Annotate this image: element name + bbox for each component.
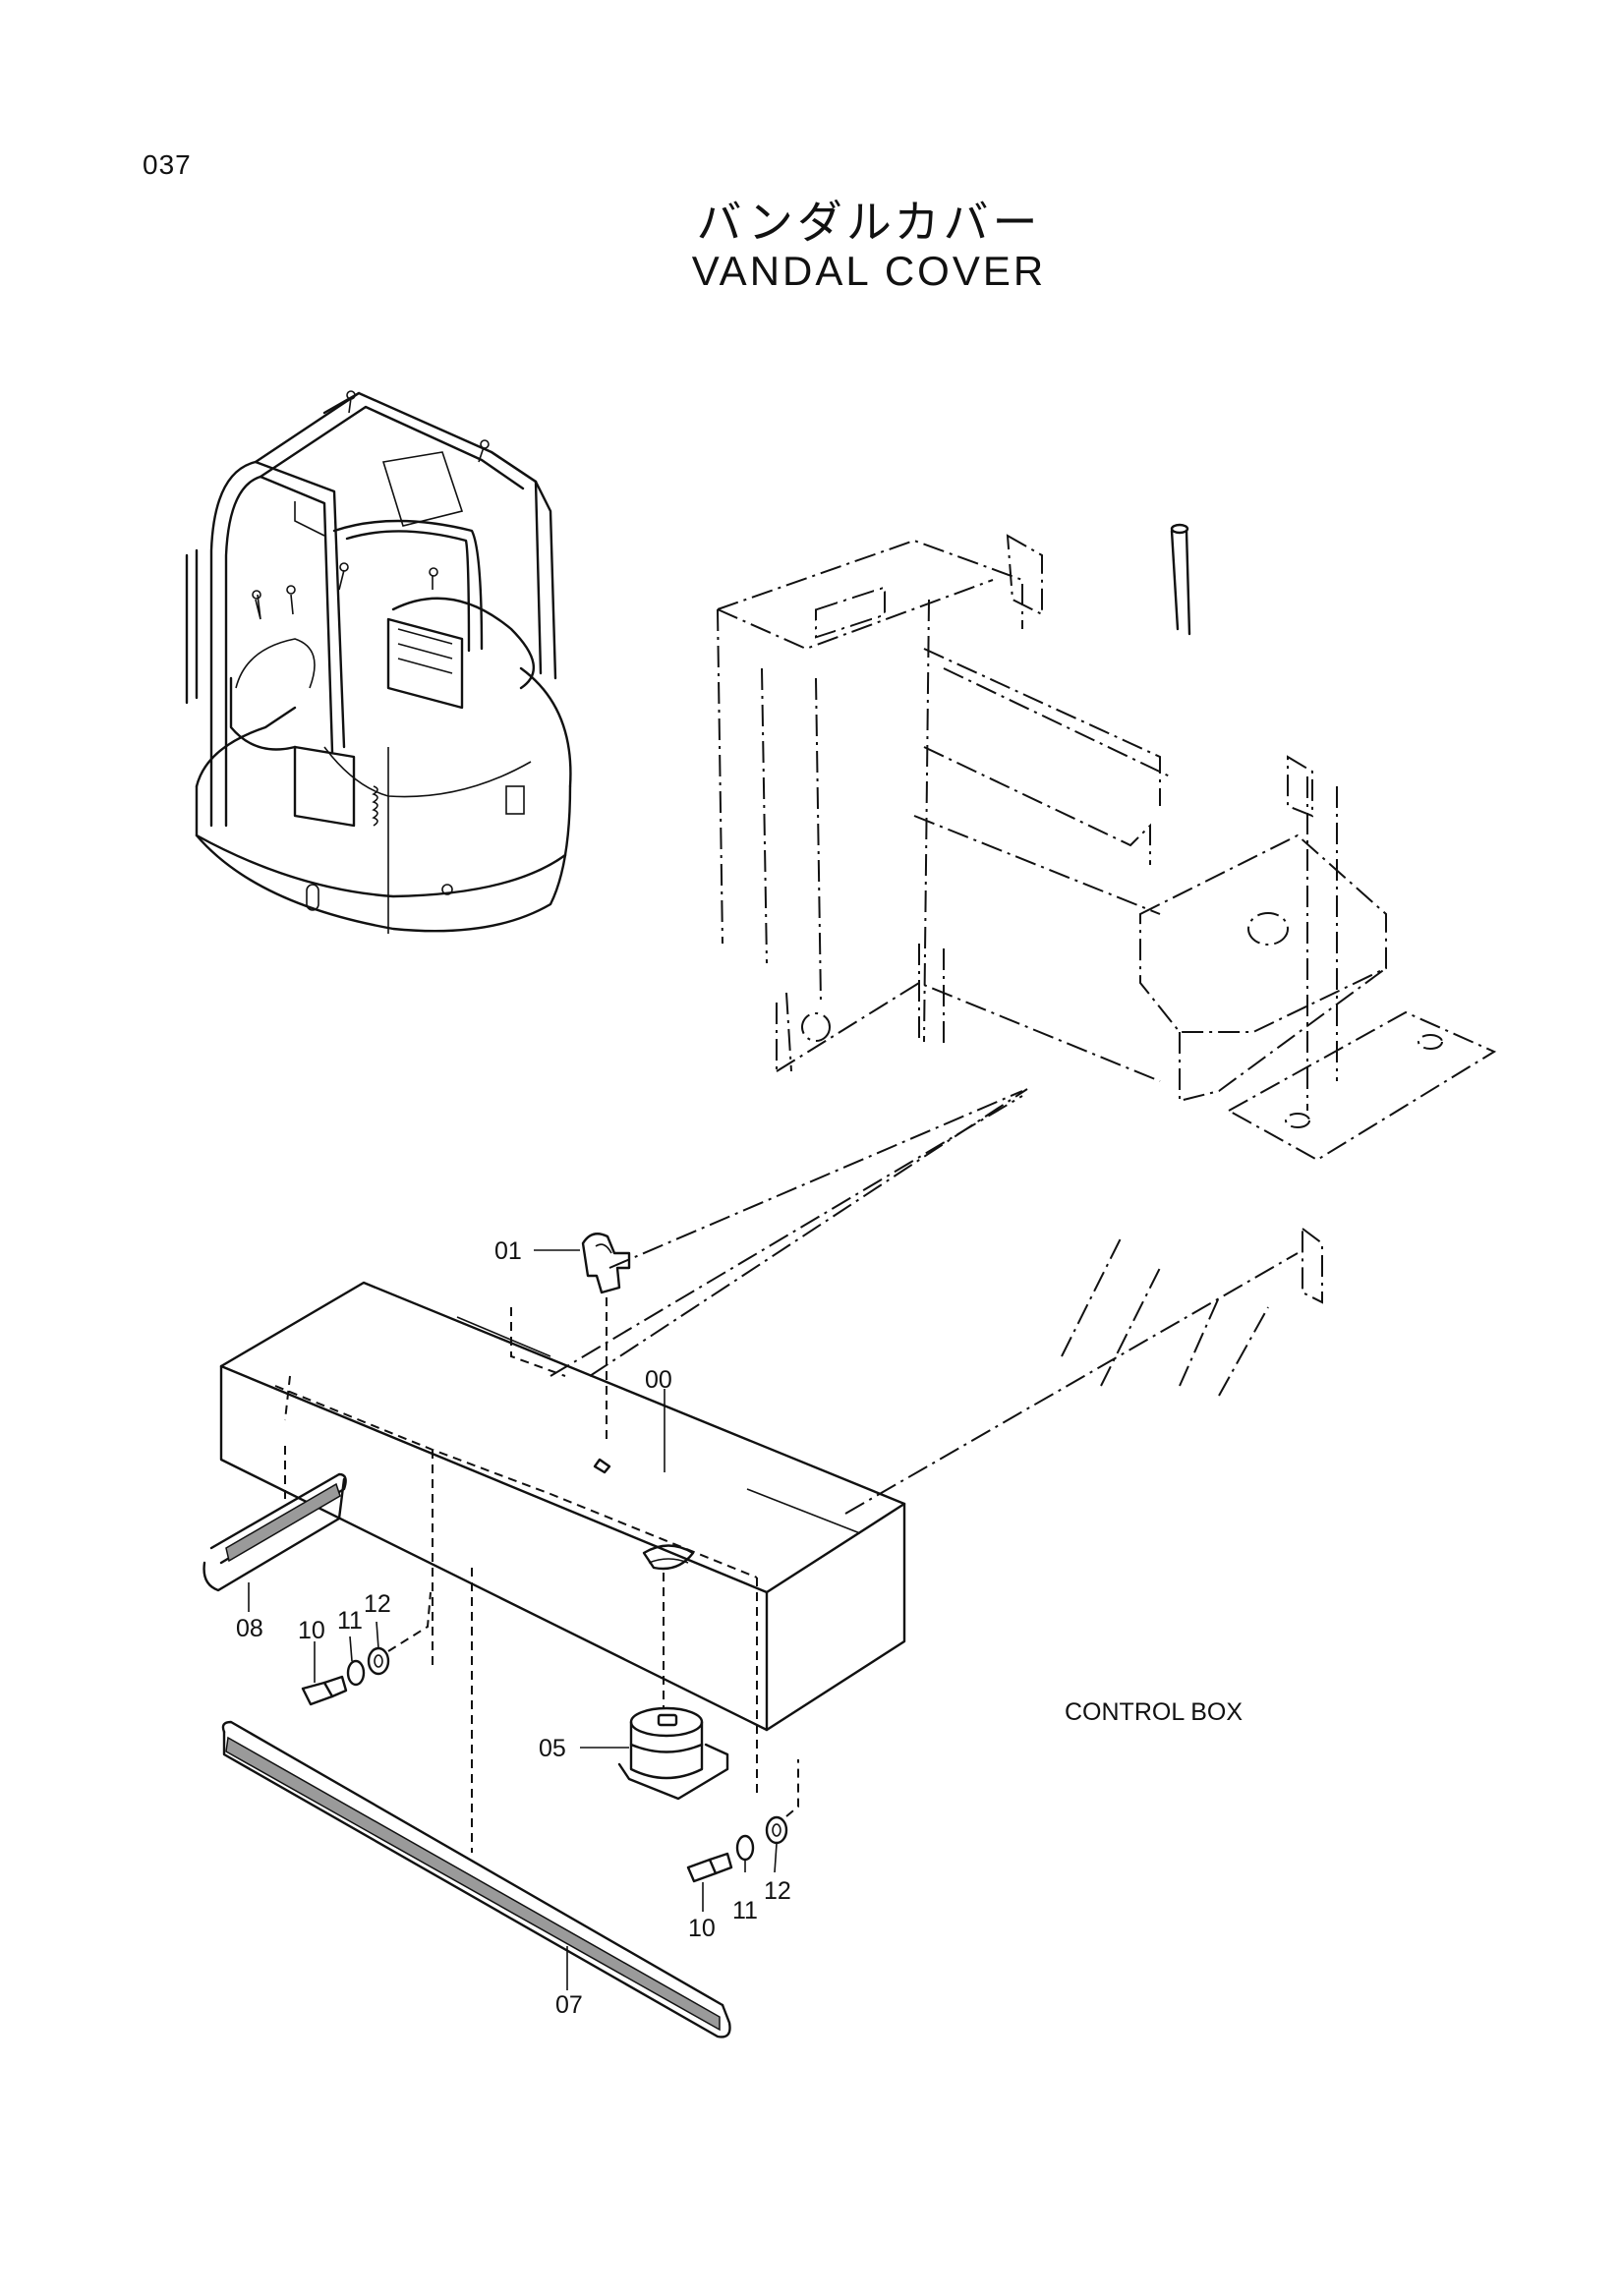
- vandal-cover-part-00: [219, 1281, 906, 1799]
- seal-strip-part-07: [221, 1568, 731, 2038]
- excavator-overview-illustration: [185, 390, 572, 934]
- page-number: 037: [143, 149, 192, 180]
- title-english: VANDAL COVER: [691, 248, 1047, 294]
- label-part-10-a: 10: [298, 1617, 325, 1644]
- label-control-box: CONTROL BOX: [1065, 1698, 1243, 1726]
- fastener-set-b: [686, 1759, 799, 1883]
- label-part-07: 07: [555, 1991, 583, 2019]
- label-part-05: 05: [539, 1735, 566, 1762]
- title-japanese: バンダルカバー: [696, 196, 1042, 249]
- clamp-part-01: [581, 1233, 631, 1445]
- label-part-00: 00: [645, 1366, 672, 1394]
- label-part-12-a: 12: [364, 1590, 391, 1618]
- label-part-11-a: 11: [337, 1607, 363, 1635]
- lock-part-05: [617, 1573, 729, 1801]
- label-part-11-b: 11: [732, 1897, 758, 1924]
- seal-strip-part-08: [202, 1445, 347, 1592]
- label-part-08: 08: [236, 1615, 263, 1642]
- leader-lines: [248, 1249, 778, 1990]
- label-part-10-b: 10: [688, 1915, 716, 1942]
- label-part-12-b: 12: [764, 1877, 791, 1905]
- label-part-01: 01: [494, 1237, 522, 1265]
- control-box-frame: [550, 523, 1497, 1515]
